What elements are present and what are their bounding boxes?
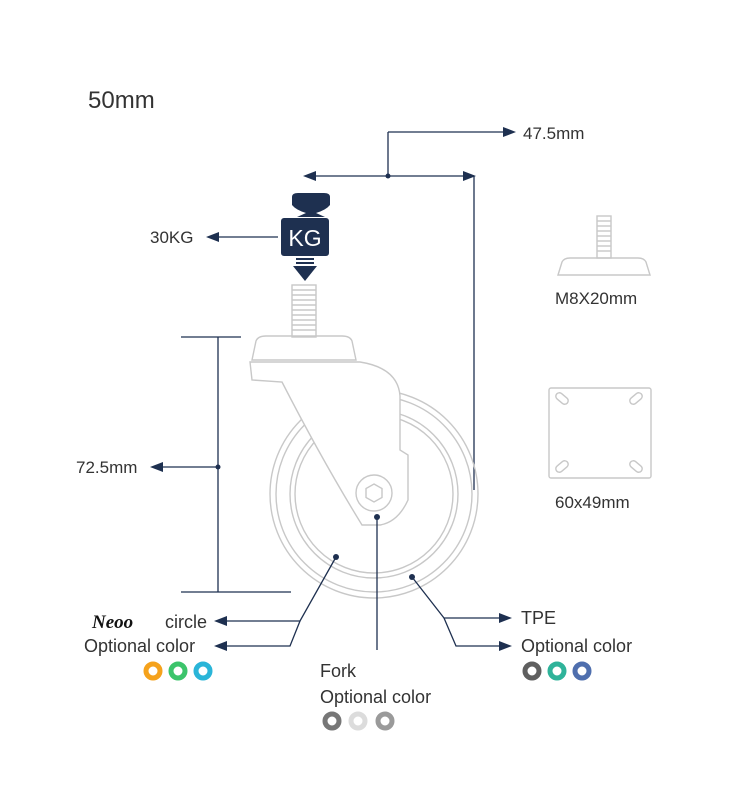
tpe-color-leader [443, 617, 500, 647]
circle-color-arrow [214, 641, 227, 651]
height-arrow [150, 462, 163, 472]
tpe-leader [411, 576, 500, 619]
offset-dimension [312, 131, 510, 490]
offset-dot [385, 173, 391, 179]
plate-label: 60x49mm [555, 493, 630, 512]
fork-label: Fork [320, 661, 357, 681]
offset-arrow-right [463, 171, 476, 181]
offset-label: 47.5mm [523, 124, 584, 143]
height-label: 72.5mm [76, 458, 137, 477]
height-dot [215, 464, 221, 470]
size-title: 50mm [88, 87, 155, 114]
caster-outline [249, 284, 479, 599]
load-label: 30KG [150, 228, 193, 247]
offset-arrow-label [503, 127, 516, 137]
tpe-label: TPE [521, 608, 556, 628]
weight-badge: KG [288, 225, 321, 251]
thread-label: M8X20mm [555, 289, 637, 308]
thread-stem-icon [557, 215, 651, 276]
circle-swatch-blue [193, 661, 213, 681]
tpe-optional-label: Optional color [521, 636, 632, 656]
fork-swatch-dark-gray [322, 711, 342, 731]
fork-swatch-gray [375, 711, 395, 731]
tpe-swatch-blue [572, 661, 592, 681]
fork-optional-label: Optional color [320, 687, 431, 707]
circle-swatch-green [168, 661, 188, 681]
load-arrow [206, 232, 219, 242]
circle-arrow [214, 616, 227, 626]
tpe-color-arrow [499, 641, 512, 651]
fork-leader-dot [374, 514, 380, 520]
tpe-swatch-dark-gray [522, 661, 542, 681]
circle-label: circle [165, 612, 207, 632]
tpe-swatch-teal [547, 661, 567, 681]
weight-icon: KG [281, 193, 330, 281]
neoo-logo: Neoo [91, 612, 133, 633]
offset-arrow-left [303, 171, 316, 181]
circle-optional-label: Optional color [84, 636, 195, 656]
fork-swatch-light-gray [348, 711, 368, 731]
tpe-arrow [499, 613, 512, 623]
circle-swatch-orange [143, 661, 163, 681]
circle-leader [226, 556, 337, 622]
top-plate-icon [548, 387, 652, 479]
circle-color-leader [226, 620, 301, 647]
